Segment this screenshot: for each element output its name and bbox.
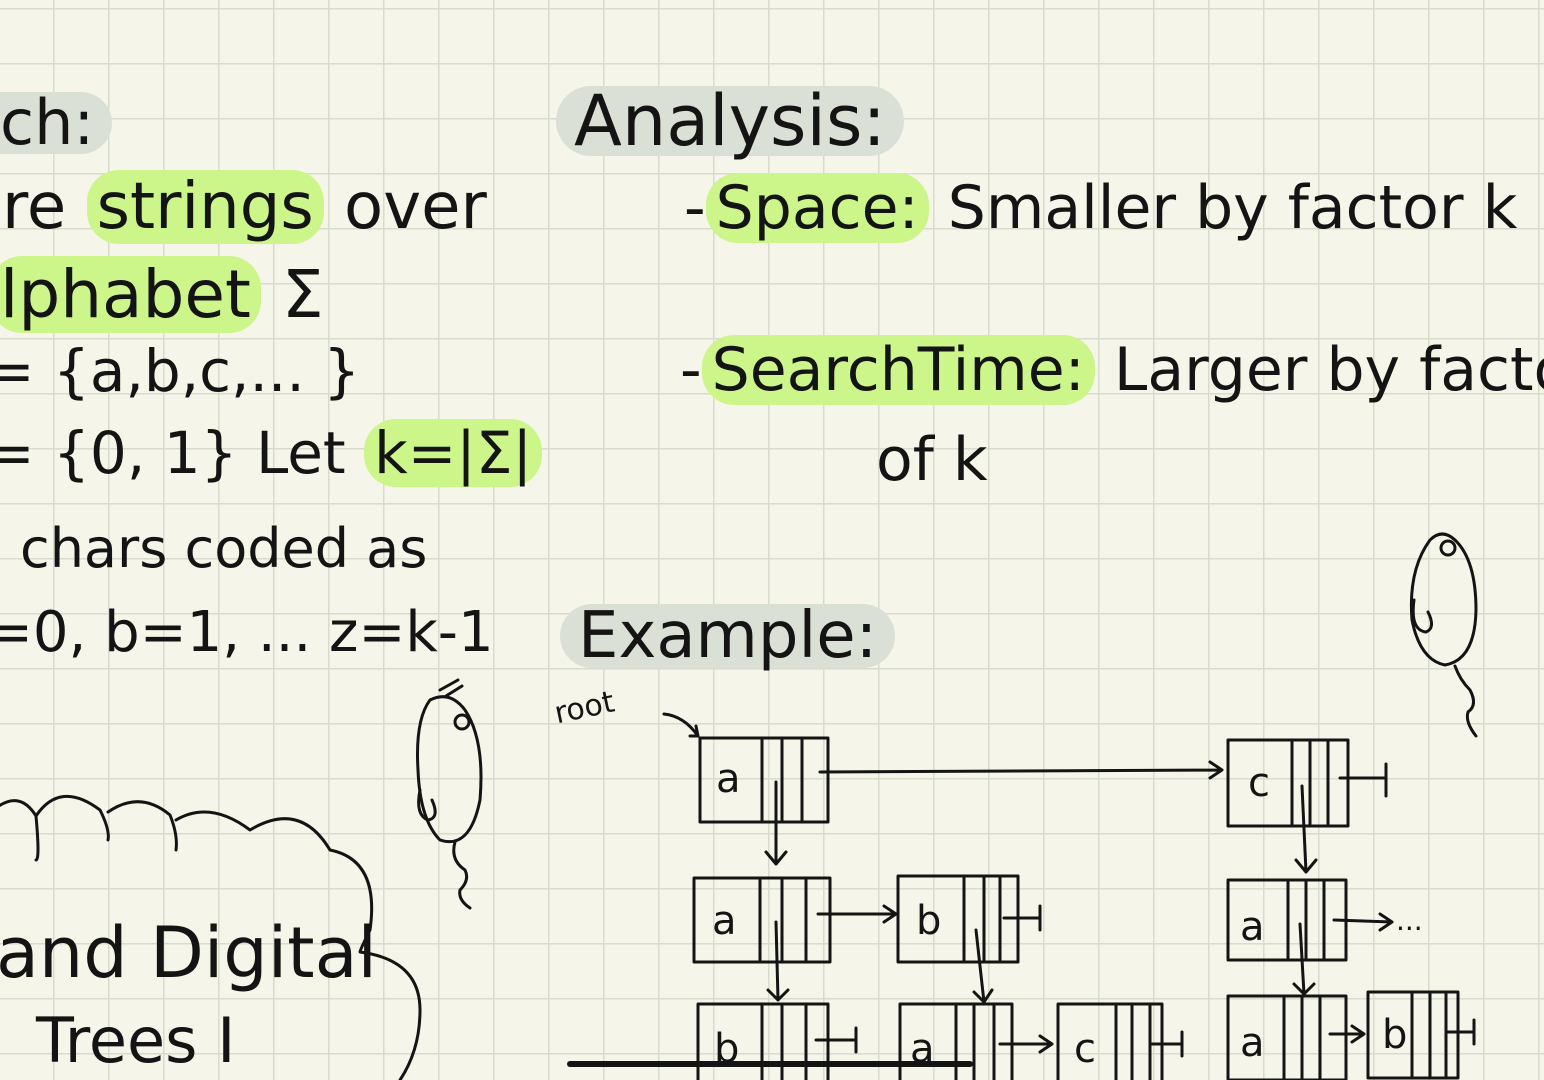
- mouse-doodle-right: [1409, 532, 1478, 738]
- analysis-heading: Analysis:: [556, 86, 904, 156]
- note-text: re: [2, 170, 67, 244]
- ellipsis: ...: [1396, 904, 1423, 937]
- note-line-6: =0, b=1, ... z=k-1: [0, 605, 494, 661]
- cloud-outline: [0, 795, 422, 1080]
- example-heading: Example:: [560, 604, 896, 668]
- analysis-heading-text: Analysis:: [574, 80, 886, 162]
- analysis-search: -SearchTime: Larger by factor: [680, 335, 1544, 405]
- trie-node-letter: a: [712, 898, 737, 944]
- trie-node-letter: b: [1382, 1012, 1407, 1058]
- cloud-text-1: and Digital: [0, 918, 377, 988]
- trie-node-bot-b: [696, 1002, 830, 1080]
- trie-node-top-c: [1226, 738, 1350, 828]
- trie-node-letter: a: [716, 756, 741, 802]
- highlight-search-time: SearchTime:: [701, 335, 1095, 405]
- trie-node-mid-a: [692, 876, 832, 964]
- note-line-3: = {a,b,c,... }: [0, 342, 360, 400]
- highlight-space: Space:: [705, 173, 929, 243]
- note-text: = {a,b,c,... }: [0, 337, 361, 405]
- example-heading-text: Example:: [578, 599, 878, 673]
- link-arrow: [818, 760, 1224, 780]
- highlight-alphabet: lphabet: [0, 256, 261, 333]
- note-text: = {0, 1} Let: [0, 419, 346, 487]
- note-line-1: re strings over: [2, 170, 487, 244]
- space-text: Smaller by factor k: [947, 173, 1518, 243]
- trie-node-bot-a2: [1226, 994, 1348, 1080]
- cloud-title: Trees I: [36, 1004, 236, 1077]
- section-heading-left: ch:: [0, 92, 113, 154]
- note-line-4: = {0, 1} Let k=|Σ|: [0, 419, 543, 487]
- root-arrow: [662, 712, 700, 738]
- heading-text: ch:: [0, 86, 95, 159]
- trie-node-letter: c: [1074, 1026, 1096, 1072]
- note-text: =0, b=1, ... z=k-1: [0, 600, 494, 665]
- note-line-5: chars coded as: [20, 522, 427, 576]
- note-text: chars coded as: [20, 517, 428, 580]
- search-text-2: of k: [876, 425, 988, 495]
- dash: -: [684, 173, 706, 243]
- dash: -: [680, 335, 702, 405]
- cloud-text-2: Trees I: [36, 1010, 235, 1072]
- trie-node-letter: b: [916, 898, 941, 944]
- highlight-k: k=|Σ|: [364, 419, 543, 487]
- trie-node-letter: a: [1240, 904, 1265, 950]
- cloud-title: and Digital: [0, 912, 377, 994]
- trie-node-top-a: [698, 736, 830, 824]
- trie-node-letter: c: [1248, 760, 1270, 806]
- analysis-space: -Space: Smaller by factor k: [684, 173, 1517, 243]
- trie-node-bot-b2: [1366, 990, 1460, 1080]
- search-text: Larger by factor: [1113, 335, 1544, 405]
- trie-node-letter: b: [714, 1026, 739, 1072]
- note-line-2: lphabet Σ: [0, 256, 324, 333]
- analysis-search-2: of k: [876, 430, 988, 490]
- note-text: over: [344, 170, 487, 244]
- highlight-strings: strings: [86, 170, 324, 244]
- mouse-doodle-left: [416, 678, 483, 910]
- trie-node-letter: a: [910, 1026, 935, 1072]
- trie-node-letter: a: [1240, 1020, 1265, 1066]
- note-text: Σ: [281, 256, 324, 333]
